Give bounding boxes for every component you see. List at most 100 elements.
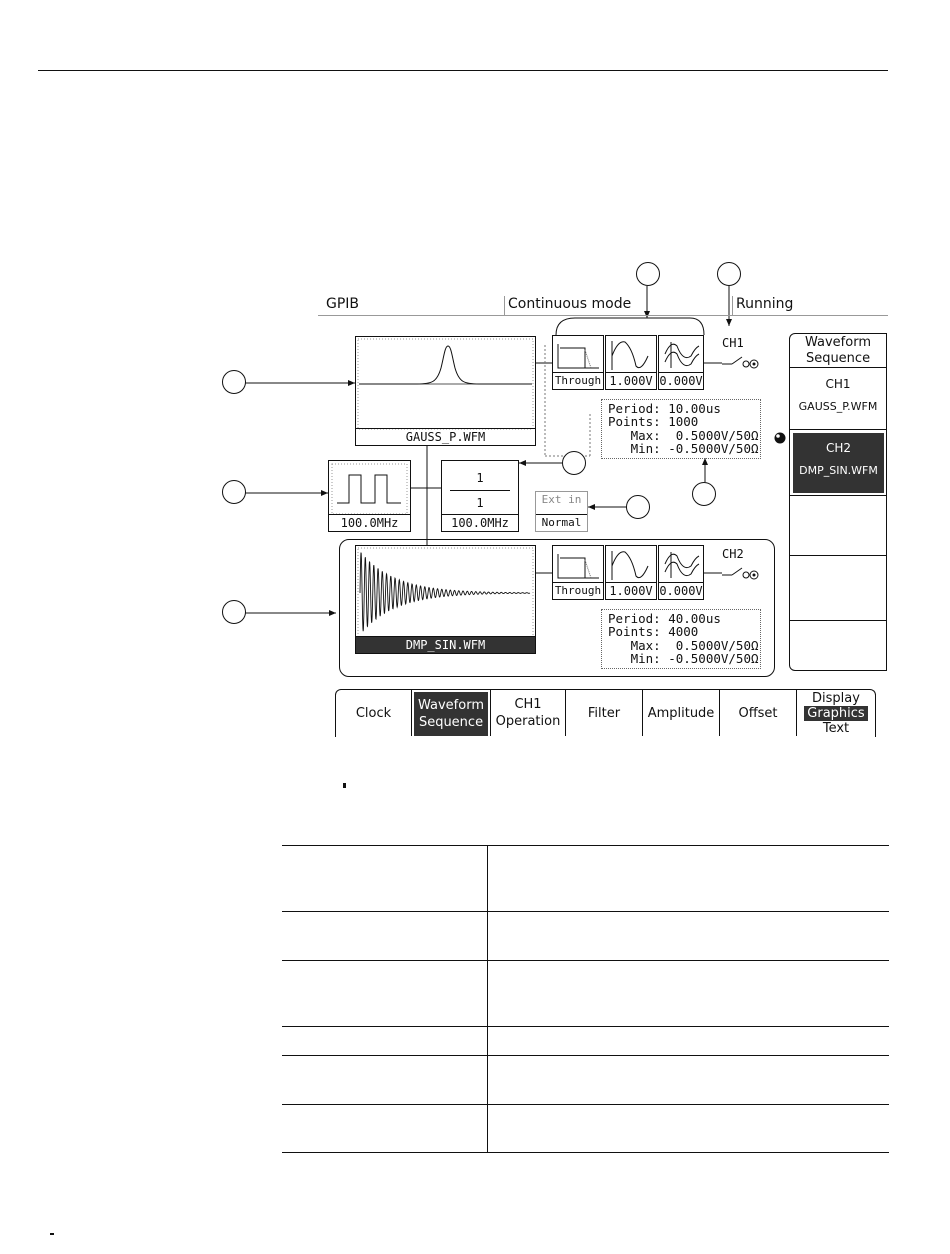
ch2-offset-value: 0.000V: [659, 582, 703, 598]
clock-softkey[interactable]: Clock: [336, 690, 412, 736]
damped-sine-plot: [357, 547, 534, 639]
ch1-softkey-line1: CH1: [514, 697, 542, 712]
ch1-points: Points: 1000: [608, 414, 699, 429]
table-row: [282, 1104, 889, 1153]
callout-description-table: [282, 845, 889, 1153]
ch1-waveform-display[interactable]: GAUSS_P.WFM: [355, 336, 536, 446]
ch1-output-switch-icon[interactable]: [722, 352, 762, 372]
square-wave-clock-icon: [331, 463, 408, 515]
callout-circle: [222, 600, 246, 624]
divider-denominator: 1: [476, 496, 484, 510]
offset-sine-icon: [664, 342, 700, 368]
ch1-amplitude-value: 1.000V: [606, 372, 656, 389]
ch2-period: Period: 40.00us: [608, 611, 721, 626]
side-menu-title-line2: Sequence: [805, 351, 871, 366]
side-menu-item-channel: CH1: [825, 377, 851, 391]
status-mode: Continuous mode: [508, 296, 632, 312]
knob-indicator-icon: [774, 432, 786, 444]
ch1-amplitude-block[interactable]: 1.000V: [605, 335, 657, 390]
ch1-min: Min: -0.5000V/50Ω: [608, 441, 759, 456]
display-softkey[interactable]: Display Graphics Text: [797, 689, 875, 737]
ch2-offset-block[interactable]: 0.000V: [658, 545, 704, 600]
ch2-filter-block[interactable]: Through: [552, 545, 604, 600]
waveform-softkey-line2: Sequence: [418, 715, 484, 730]
side-menu: Waveform Sequence CH1 GAUSS_P.WFM CH2 DM…: [789, 333, 887, 671]
amplitude-sine-icon: [611, 341, 649, 370]
ch1-softkey-line2: Operation: [495, 714, 561, 729]
callout-circle: [692, 482, 716, 506]
ch1-offset-block[interactable]: 0.000V: [658, 335, 704, 390]
display-softkey-text: Text: [822, 720, 850, 736]
ch2-amplitude-value: 1.000V: [606, 582, 656, 599]
side-menu-item-ch1[interactable]: CH1 GAUSS_P.WFM: [790, 369, 886, 430]
status-interface: GPIB: [326, 296, 360, 312]
filter-softkey-label: Filter: [587, 705, 621, 721]
side-menu-item-empty[interactable]: [790, 557, 886, 621]
ch1-filter-value: Through: [553, 372, 603, 387]
ch2-waveform-display[interactable]: DMP_SIN.WFM: [355, 545, 536, 654]
page-header-rule: [38, 70, 888, 71]
clock-divider-block[interactable]: 1 1 100.0MHz: [441, 460, 519, 532]
ch1-channel-label: CH1: [722, 336, 744, 350]
lowpass-filter-icon: [557, 554, 599, 579]
side-menu-item-file: DMP_SIN.WFM: [799, 464, 878, 477]
ch1-waveform-filename: GAUSS_P.WFM: [356, 428, 535, 445]
callout-circle: [717, 262, 741, 286]
ch1-operation-softkey[interactable]: CH1 Operation: [490, 690, 566, 736]
amplitude-softkey-label: Amplitude: [647, 705, 715, 721]
ch1-max: Max: 0.5000V/50Ω: [608, 428, 759, 443]
ch1-waveform-info: Period: 10.00us Points: 1000 Max: 0.5000…: [601, 399, 761, 459]
ch1-offset-value: 0.000V: [659, 372, 703, 388]
ch2-waveform-info: Period: 40.00us Points: 4000 Max: 0.5000…: [601, 609, 761, 669]
lowpass-filter-icon: [557, 344, 599, 369]
side-menu-item-file: GAUSS_P.WFM: [798, 400, 878, 413]
side-menu-item-empty[interactable]: [790, 496, 886, 556]
side-menu-title: Waveform Sequence: [790, 334, 886, 368]
bottom-menu: [335, 689, 876, 737]
status-bar: GPIB Continuous mode Running: [318, 296, 888, 316]
page-footer-mark: [50, 1233, 54, 1235]
ch2-min: Min: -0.5000V/50Ω: [608, 651, 759, 666]
side-menu-title-line1: Waveform: [805, 335, 871, 350]
table-row: [282, 845, 889, 912]
ch2-amplitude-block[interactable]: 1.000V: [605, 545, 657, 600]
waveform-softkey-line1: Waveform: [418, 698, 484, 713]
divider-fraction-bar: [450, 490, 510, 491]
offset-softkey-label: Offset: [738, 705, 778, 721]
table-row: [282, 911, 889, 961]
clock-softkey-label: Clock: [355, 705, 392, 721]
side-menu-item-channel: CH2: [825, 441, 852, 455]
clock-oscillator-block[interactable]: 100.0MHz: [328, 460, 411, 532]
callout-circle: [222, 480, 246, 504]
display-softkey-graphics: Graphics: [804, 705, 868, 721]
divided-frequency: 100.0MHz: [442, 514, 518, 531]
callout-circle: [636, 262, 660, 286]
waveform-sequence-softkey[interactable]: Waveform Sequence: [414, 692, 488, 736]
status-run-state: Running: [736, 296, 794, 312]
amplitude-sine-icon: [611, 551, 649, 580]
figure-caption-mark: [343, 783, 346, 788]
clock-frequency: 100.0MHz: [329, 514, 410, 531]
table-row: [282, 1055, 889, 1105]
ch2-selected-frame: [339, 539, 775, 677]
ch2-output-switch-icon[interactable]: [722, 563, 762, 583]
callout-circle: [562, 451, 586, 475]
side-menu-item-ch2[interactable]: CH2 DMP_SIN.WFM: [793, 433, 884, 493]
amplitude-softkey[interactable]: Amplitude: [643, 690, 720, 736]
filter-softkey[interactable]: Filter: [566, 690, 643, 736]
ch2-points: Points: 4000: [608, 624, 699, 639]
callout-circle: [626, 495, 650, 519]
divider-numerator: 1: [476, 471, 484, 485]
ch2-channel-label: CH2: [722, 547, 744, 561]
ch1-filter-block[interactable]: Through: [552, 335, 604, 390]
ch2-filter-value: Through: [553, 582, 603, 597]
trigger-block[interactable]: Ext in Normal: [535, 491, 588, 532]
trigger-mode: Normal: [536, 514, 587, 531]
offset-sine-icon: [664, 552, 700, 578]
table-row: [282, 960, 889, 1027]
callout-circle: [222, 370, 246, 394]
gaussian-pulse-plot: [357, 338, 534, 430]
display-softkey-line1: Display: [812, 690, 860, 706]
offset-softkey[interactable]: Offset: [720, 690, 797, 736]
